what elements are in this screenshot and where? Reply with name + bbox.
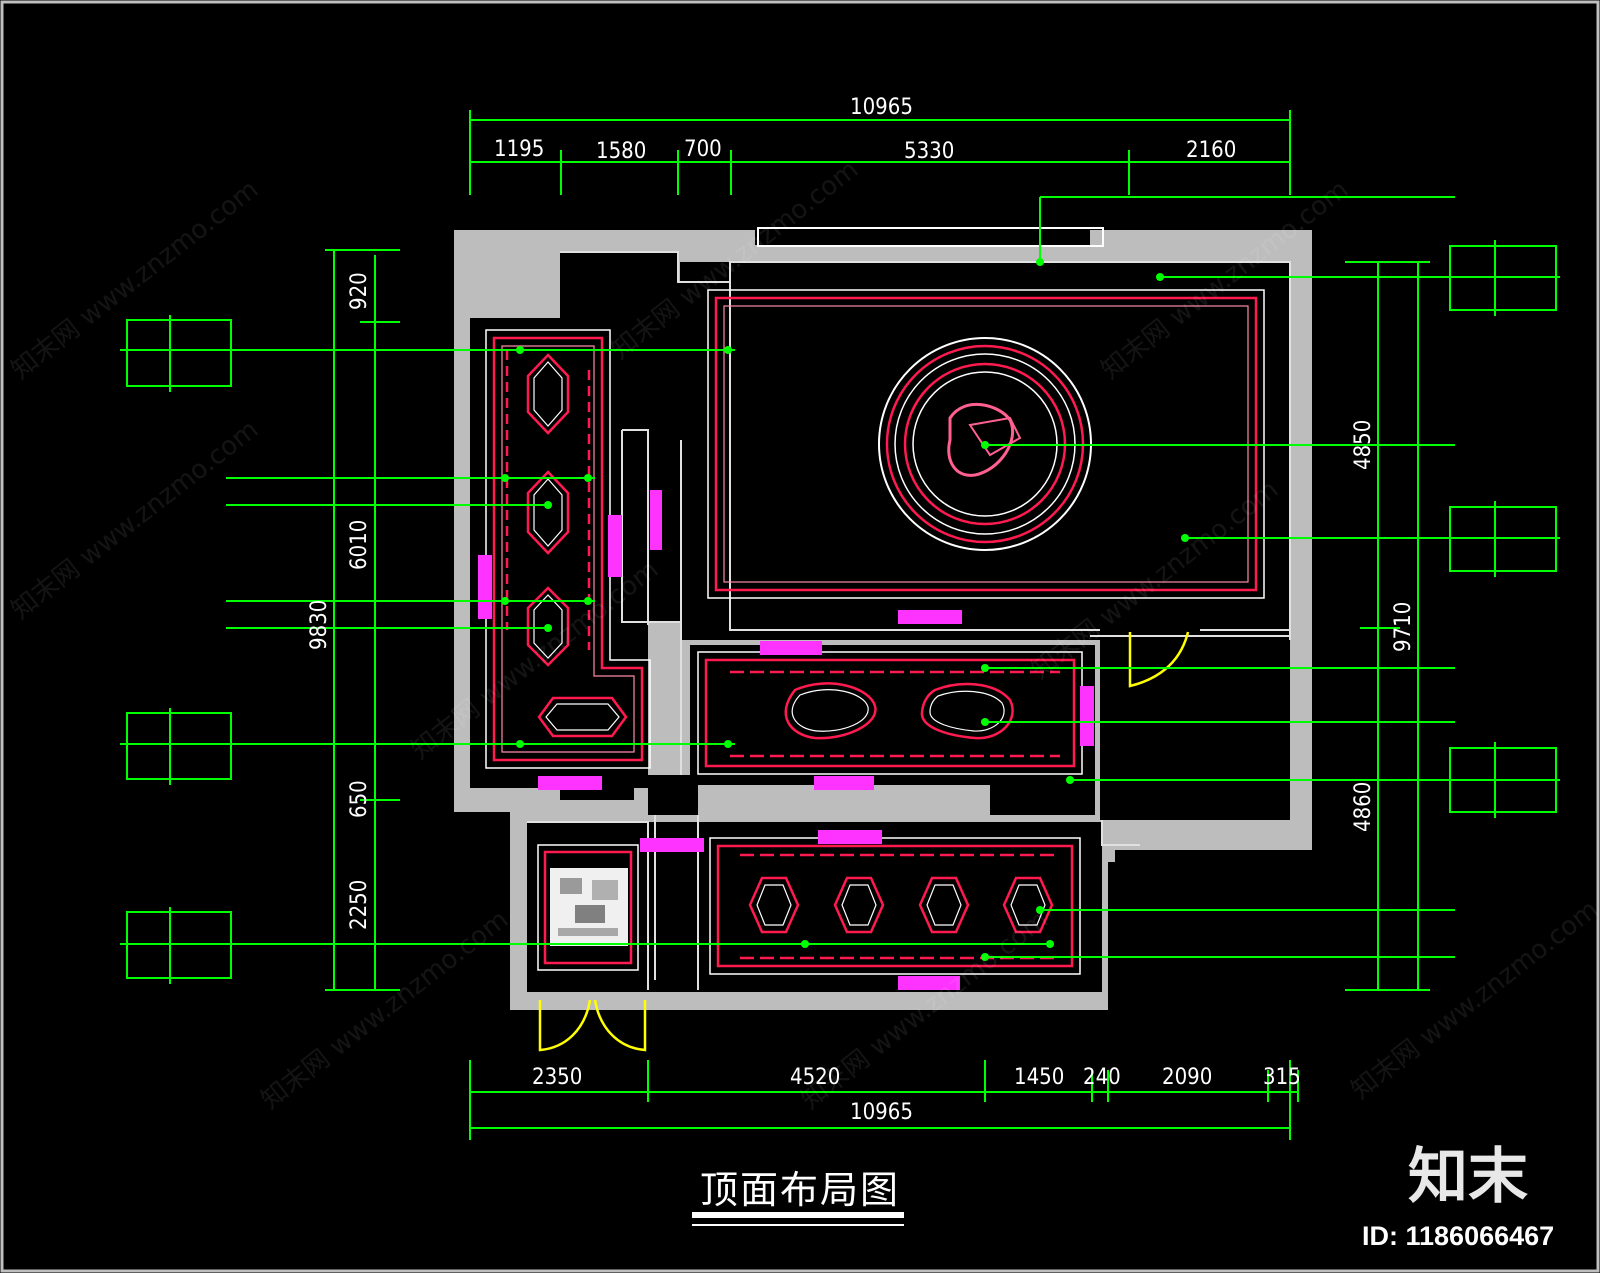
dim-bottom-5: 2090 (1162, 1065, 1212, 1090)
dim-right-2: 4860 (1351, 782, 1376, 832)
dim-bottom-1: 2350 (532, 1065, 582, 1090)
dim-top-5: 2160 (1186, 138, 1236, 163)
dim-bottom-total: 10965 (850, 1100, 913, 1125)
dim-left-2: 6010 (347, 520, 372, 570)
dim-top-3: 700 (684, 137, 722, 162)
dim-top-4: 5330 (904, 139, 954, 164)
doors (538, 631, 1190, 1052)
dim-bottom-2: 4520 (790, 1065, 840, 1090)
annotation-tags (478, 490, 1094, 990)
watermark-logo: 知末 (1408, 1142, 1528, 1212)
dim-right-total: 9710 (1391, 602, 1416, 652)
dim-top-2: 1580 (596, 139, 646, 164)
dim-bottom-6: 315 (1263, 1065, 1301, 1090)
dimension-lines (120, 110, 1560, 1140)
wall-outlines (527, 227, 1291, 990)
watermark-7: 知末网 www.znzmo.com (256, 905, 514, 1116)
watermark-2: 知末网 www.znzmo.com (6, 415, 264, 626)
dimension-labels: 10965 1195 1580 700 5330 2160 2350 4520 … (307, 95, 1416, 1125)
dim-right-1: 4850 (1351, 420, 1376, 470)
dim-left-total: 9830 (307, 600, 332, 650)
watermark-9: 知末网 www.znzmo.com (1346, 895, 1600, 1106)
hex-lights (748, 876, 1054, 934)
dim-left-1: 920 (347, 272, 372, 310)
bath-fixture (550, 868, 628, 946)
dim-bottom-4: 240 (1083, 1065, 1121, 1090)
dim-top-1: 1195 (494, 137, 544, 162)
title-underline-thick (692, 1212, 904, 1218)
dim-bottom-3: 1450 (1014, 1065, 1064, 1090)
dim-left-3: 650 (347, 780, 372, 818)
title-underline-thin (692, 1224, 904, 1226)
dim-left-4: 2250 (347, 880, 372, 930)
watermark-id: ID: 1186066467 (1362, 1221, 1554, 1251)
watermark-1: 知末网 www.znzmo.com (6, 175, 264, 386)
leader-dots (501, 258, 1189, 961)
room-voids (470, 252, 1290, 992)
drawing-title: 顶面布局图 (700, 1168, 900, 1212)
dim-top-total: 10965 (850, 95, 913, 120)
